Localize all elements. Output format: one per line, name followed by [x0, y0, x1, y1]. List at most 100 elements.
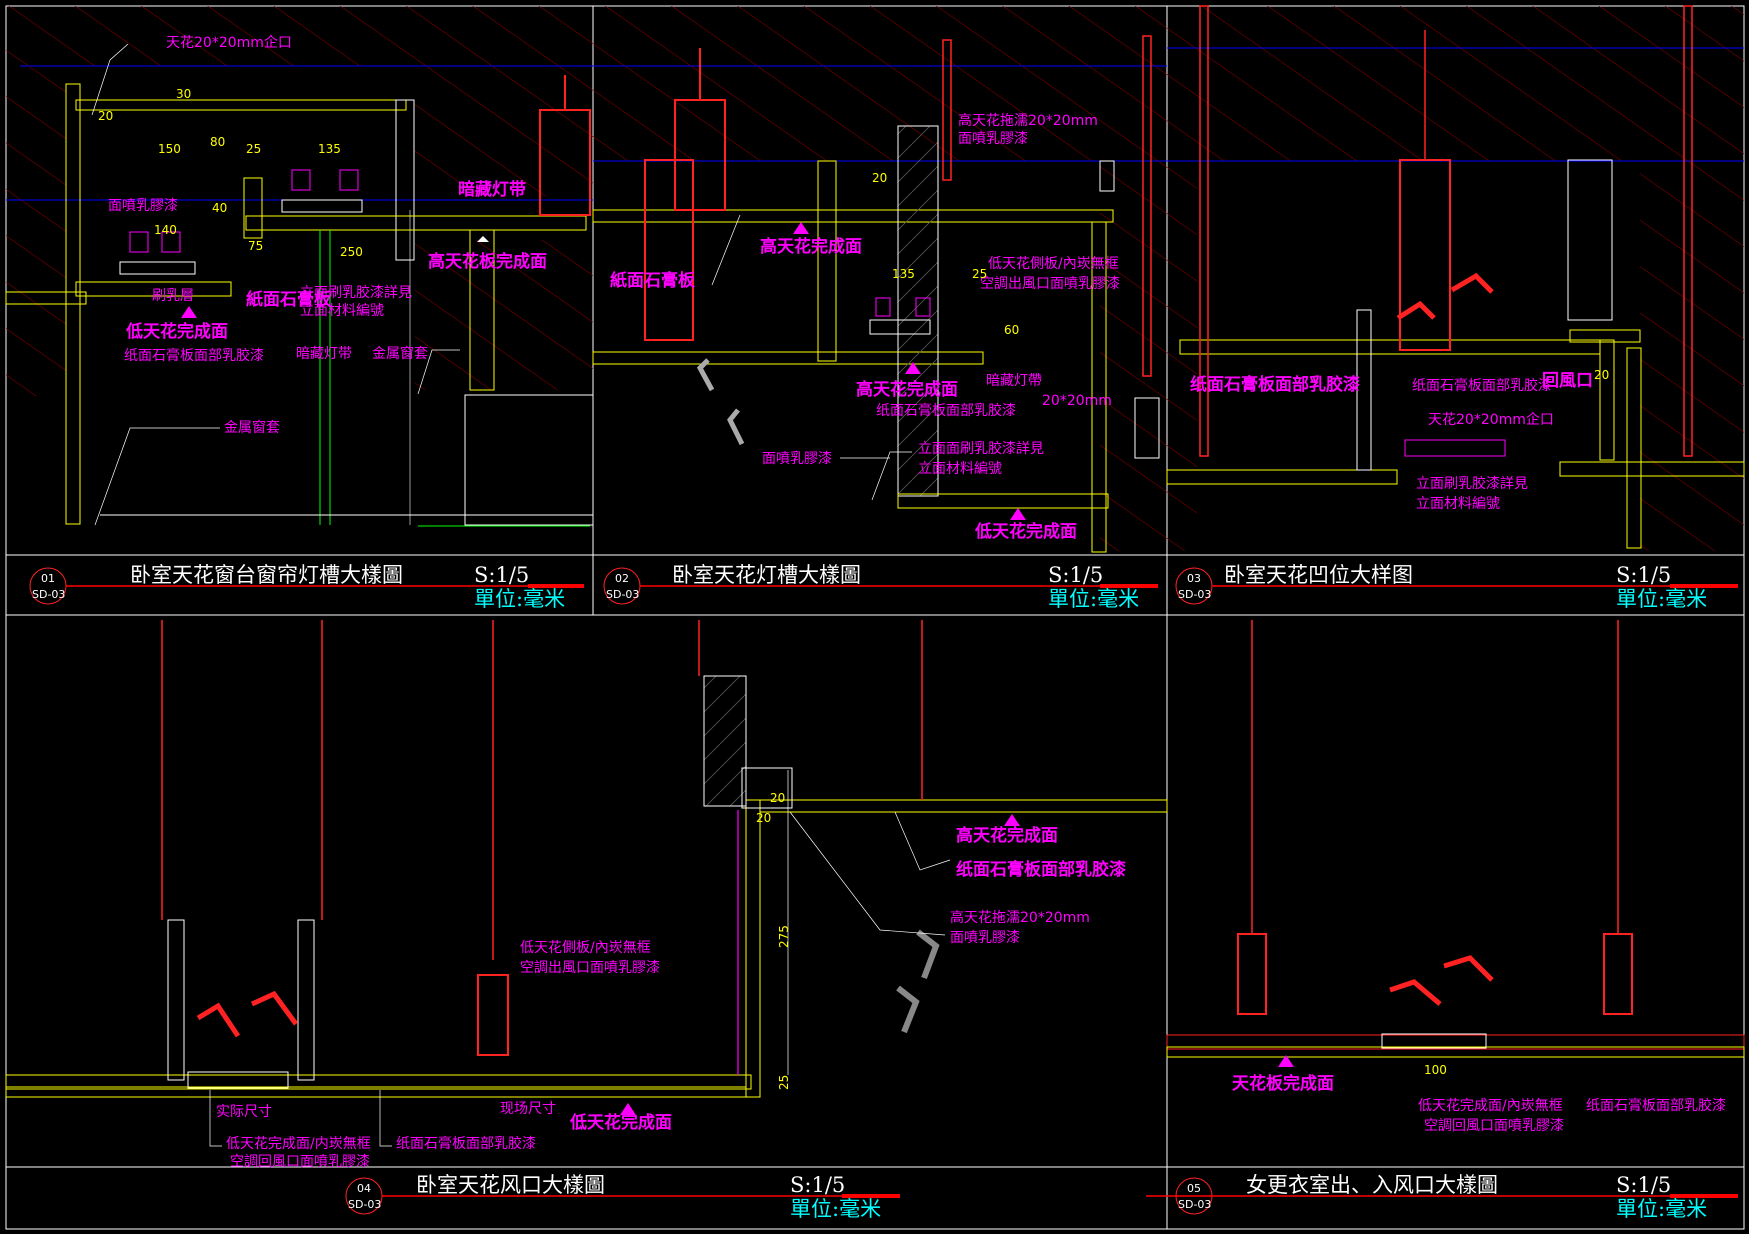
p1-dim: 140 [154, 223, 177, 237]
p1-dim: 80 [210, 135, 225, 149]
p1-dim: 250 [340, 245, 363, 259]
panel-04-drawing [5, 620, 1168, 1115]
p1-label: 低天花完成面 [125, 321, 228, 342]
p3-dimensions: 20 [1594, 368, 1609, 382]
panel-01-labels: 天花20*20mm企口 面噴乳膠漆 暗藏灯带 高天花板完成面 紙面石膏板 立面刷… [91, 34, 547, 526]
sheet-ref: SD-03 [348, 1198, 381, 1211]
p2-label: 高天花完成面 [760, 236, 862, 257]
panel-title: 卧室天花窗台窗帘灯槽大樣圖 [130, 563, 403, 587]
p1-label: 面噴乳膠漆 [108, 198, 178, 214]
p5-dim: 100 [1424, 1063, 1447, 1077]
p4-label: 低天花完成面/内崁無框 [226, 1136, 371, 1152]
p1-label: 立面刷乳胶漆詳見 [300, 284, 412, 301]
panel-03-labels: 纸面石膏板面部乳胶漆 纸面石膏板面部乳胶漆 回風口 天花20*20mm企口 立面… [1190, 368, 1609, 512]
panel-number: 04 [357, 1182, 371, 1195]
panel-number: 05 [1187, 1182, 1201, 1195]
p1-label: 暗藏灯带 [296, 346, 352, 362]
p2-label: 纸面石膏板面部乳胶漆 [876, 402, 1016, 419]
p4-label: 面噴乳膠漆 [950, 930, 1020, 946]
p3-label: 天花20*20mm企口 [1428, 411, 1554, 428]
p2-label: 低天花完成面 [974, 521, 1077, 542]
p1-dim: 75 [248, 239, 263, 253]
p4-dim: 25 [777, 1075, 791, 1090]
p1-dim: 135 [318, 142, 341, 156]
panel-unit: 單位:毫米 [790, 1197, 881, 1221]
p1-label: 天花20*20mm企口 [166, 34, 292, 51]
p5-dimensions: 100 [1424, 1063, 1447, 1077]
p2-dim: 25 [972, 267, 987, 281]
p4-dim: 20 [770, 791, 785, 805]
p2-dim: 60 [1004, 323, 1019, 337]
sheet-ref: SD-03 [606, 588, 639, 601]
p3-label: 纸面石膏板面部乳胶漆 [1190, 374, 1360, 395]
p4-label: 现场尺寸 [500, 1101, 556, 1117]
p2-label: 立面材料編號 [918, 461, 1002, 477]
p1-label: 暗藏灯带 [458, 179, 526, 200]
panel-03-drawing [1166, 5, 1745, 551]
panel-title: 女更衣室出、入风口大樣圖 [1246, 1173, 1498, 1197]
sheet-ref: SD-03 [1178, 1198, 1211, 1211]
p1-dim: 40 [212, 201, 227, 215]
panel-02-labels: 高天花拖濡20*20mm 面噴乳膠漆 高天花完成面 紙面石膏板 低天花側板/內崁… [610, 112, 1120, 542]
p4-label: 纸面石膏板面部乳胶漆 [956, 859, 1126, 880]
p5-label: 天花板完成面 [1232, 1073, 1334, 1094]
p1-label: 高天花板完成面 [428, 251, 547, 272]
p2-label: 高天花拖濡20*20mm [958, 112, 1098, 129]
panel-unit: 單位:毫米 [474, 587, 565, 611]
p2-label: 面噴乳膠漆 [958, 131, 1028, 147]
p1-label: 纸面石膏板面部乳胶漆 [124, 347, 264, 364]
panel-title: 卧室天花风口大樣圖 [416, 1173, 605, 1197]
p1-dim: 20 [98, 109, 113, 123]
p4-label: 高天花完成面 [956, 825, 1058, 846]
p1-label: 立面材料編號 [300, 303, 384, 319]
panel-05-labels: 天花板完成面 低天花完成面/內崁無框 空調回風口面噴乳膠漆 纸面石膏板面部乳胶漆… [1232, 1063, 1726, 1134]
p1-dimensions: 20 30 150 80 25 135 40 140 75 250 [98, 87, 363, 259]
p4-label: 空調回風口面噴乳膠漆 [230, 1154, 370, 1170]
panel-title: 卧室天花凹位大样图 [1224, 563, 1413, 587]
p4-label: 高天花拖濡20*20mm [950, 909, 1090, 926]
panel-05-drawing [1166, 620, 1745, 1067]
p2-label: 立面面刷乳胶漆詳見 [918, 440, 1044, 457]
p2-label: 20*20mm [1042, 393, 1112, 409]
p4-dim: 20 [756, 811, 771, 825]
title-block-03: 03 SD-03 卧室天花凹位大样图 S:1/5 單位:毫米 [1175, 563, 1738, 611]
panel-scale: S:1/5 [1048, 563, 1103, 587]
p4-label: 低天花側板/內崁無框 [520, 940, 651, 956]
p2-label: 面噴乳膠漆 [762, 451, 832, 467]
p4-label: 低天花完成面 [569, 1112, 672, 1133]
panel-number: 03 [1187, 572, 1201, 585]
p5-label: 纸面石膏板面部乳胶漆 [1586, 1097, 1726, 1114]
p3-label: 立面材料編號 [1416, 496, 1500, 512]
p1-label: 金属窗套 [372, 345, 428, 362]
p2-label: 低天花側板/內崁無框 [988, 256, 1119, 272]
title-block-02: 02 SD-03 卧室天花灯槽大樣圖 S:1/5 單位:毫米 [603, 563, 1158, 611]
p4-label: 纸面石膏板面部乳胶漆 [396, 1135, 536, 1152]
p5-label: 低天花完成面/內崁無框 [1418, 1098, 1563, 1114]
p1-label: 紙面石膏板 [246, 289, 332, 310]
panel-unit: 單位:毫米 [1616, 1197, 1707, 1221]
panel-02-drawing [592, 6, 1167, 553]
panel-unit: 單位:毫米 [1616, 587, 1707, 611]
p2-dim: 20 [872, 171, 887, 185]
p1-dim: 25 [246, 142, 261, 156]
title-block-05: 05 SD-03 女更衣室出、入风口大樣圖 S:1/5 單位:毫米 [1146, 1173, 1738, 1221]
panel-scale: S:1/5 [1616, 563, 1671, 587]
p3-dim: 20 [1594, 368, 1609, 382]
p4-dim: 275 [777, 925, 791, 948]
sheet-ref: SD-03 [32, 588, 65, 601]
panel-scale: S:1/5 [474, 563, 529, 587]
panel-04-labels: 高天花完成面 纸面石膏板面部乳胶漆 高天花拖濡20*20mm 面噴乳膠漆 低天花… [209, 791, 1126, 1170]
p5-label: 空調回風口面噴乳膠漆 [1424, 1118, 1564, 1134]
p3-label: 纸面石膏板面部乳胶漆 [1412, 377, 1552, 394]
p2-label: 暗藏灯帶 [986, 373, 1042, 389]
panel-number: 02 [615, 572, 629, 585]
p3-label: 立面刷乳胶漆詳見 [1416, 475, 1528, 492]
p2-label: 紙面石膏板 [610, 270, 696, 291]
title-block-01: 01 SD-03 卧室天花窗台窗帘灯槽大樣圖 S:1/5 單位:毫米 [29, 563, 584, 611]
p4-dimensions: 20 20 275 25 [756, 791, 791, 1090]
p3-label: 回風口 [1542, 371, 1593, 391]
panel-scale: S:1/5 [790, 1173, 845, 1197]
p1-label: 刷乳層 [152, 288, 194, 304]
p1-label: 金属窗套 [224, 419, 280, 436]
